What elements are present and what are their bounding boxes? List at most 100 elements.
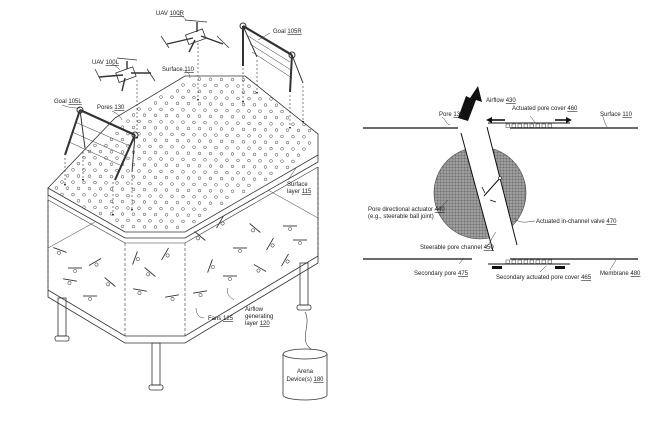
pore-dot [115,206,119,210]
pore-dot [175,89,180,93]
pore-dot [76,174,81,178]
pore-dot [142,187,147,192]
pore-dot [280,122,284,126]
pore-dot [115,181,119,185]
pore-dot [120,224,125,229]
pore-dot [159,206,163,211]
pore-dot [131,125,136,130]
pore-dot [164,113,169,118]
pore-dot [269,97,273,101]
cover-hole [547,123,552,128]
pore-dot [98,162,103,166]
pore-dot [164,151,169,155]
pore-dot [93,193,97,197]
cover-hole [505,259,510,264]
leader-lines-left [61,13,297,319]
arena-figure: UAV 100R Goal 105R UAV 100L Surface 110 … [47,11,328,401]
pore-dot [225,121,229,125]
pore-dot [170,207,174,211]
pore-dot [197,188,202,193]
pore-dot [76,199,81,203]
pore-dot [153,101,158,105]
pore-dot [126,119,130,123]
pore-dot [219,164,224,168]
pore-dot [241,140,246,144]
pore-dot [181,170,185,174]
pore-dot [208,201,213,205]
pore-dot [219,152,224,156]
pore-dot [230,102,235,107]
pore-dot [159,169,163,174]
label-pore-directional-actuator-440: Pore directional actuator 440 [368,207,445,213]
pore-dot [181,132,185,137]
pore-dot [175,101,180,106]
pore-dot [247,183,251,188]
pore-dot [230,152,235,156]
pore-dot [208,139,213,143]
pore-dot [186,188,191,193]
pore-dot [175,151,180,155]
pore-dot [203,120,207,125]
pore-dot [93,143,97,148]
secondary-actuated-pore-cover [488,259,570,269]
pore-dot [120,137,125,142]
pore-dot [175,138,180,143]
pore-dot [219,201,224,206]
pore-dot [230,164,235,169]
fan [216,215,225,229]
pore-dot [126,206,130,210]
pore-dot [230,90,235,94]
pore-dot [137,156,141,161]
pore-dot [274,115,279,120]
pore-dot [170,132,174,137]
pore-dot [82,193,86,197]
pore-dot [263,128,268,132]
pore-dot [175,126,180,130]
pore-dot [98,174,103,179]
pore-dot [296,153,301,157]
pore-dot [192,207,196,211]
pore-dot [285,153,290,157]
pore-dot [186,126,191,131]
pore-dot [241,164,246,169]
label-actuated-in-channel-valve-470: Actuated in-channel valve 470 [536,219,617,225]
pore-dot [148,206,152,211]
pore-dot [148,157,152,161]
pore-dot [164,101,169,105]
pore-dot [153,138,158,142]
pore-dot [203,145,207,150]
pore-dot [247,134,251,138]
pore-dot [170,169,174,174]
pore-dot [197,151,202,156]
fan [161,247,170,261]
pore-dot [93,168,97,172]
label-airflow-layer-120-line2: generating [245,314,273,320]
pore-dot [197,89,202,94]
pore-dot [181,108,185,112]
pore-dot [258,109,262,113]
pore-dot [225,96,229,100]
pore-dot [269,159,273,163]
pore-dot [258,134,262,138]
pore-dot [203,182,207,187]
pore-dot [197,126,202,131]
pore-dot [76,186,81,191]
pore-dot [142,200,147,204]
pore-dot [208,114,213,119]
pore-dot [170,182,174,186]
pore-dot [181,120,185,124]
pore-dot [247,109,251,113]
pore-dot [175,188,180,192]
pore-dot [186,101,191,106]
pore-dot [225,133,229,138]
pore-dot [148,194,152,198]
pore-dot [153,200,158,204]
pore-dot [192,219,196,224]
pore-dot [230,127,235,131]
fan [281,253,290,267]
pore-dot [236,84,240,88]
pore-dot [225,195,229,200]
pore-dot [241,102,246,107]
pore-dot [208,151,213,156]
